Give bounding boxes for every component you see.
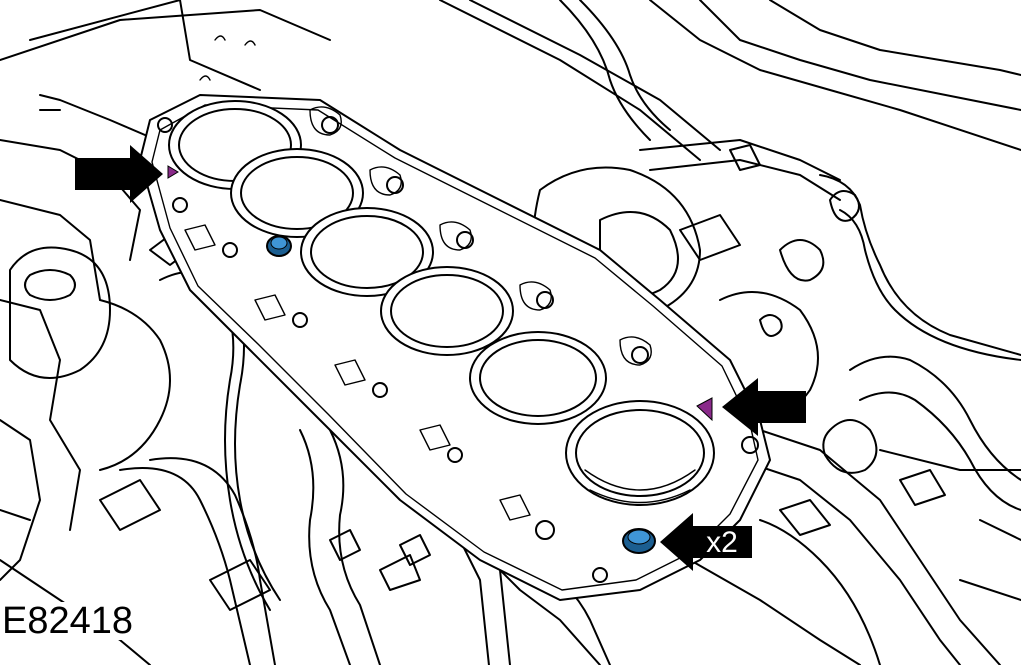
- cylinder-bore: [565, 400, 715, 506]
- gasket-holes: [157, 106, 759, 583]
- dowel-pin-icon: [622, 528, 656, 554]
- alignment-marker-icon: [167, 165, 179, 179]
- quantity-callout: x2: [706, 526, 738, 559]
- pointer-arrow-icon: [722, 378, 806, 436]
- pointer-arrow-icon: [75, 145, 163, 203]
- dowel-pin-icon: [266, 235, 292, 257]
- cylinder-bore: [380, 266, 514, 356]
- pointer-arrow-icon: [660, 513, 752, 571]
- figure-id-label: E82418: [2, 602, 138, 640]
- cylinder-bore: [300, 207, 434, 297]
- cylinder-bores: [168, 100, 715, 506]
- cylinder-bore: [469, 331, 607, 425]
- alignment-marker-icon: [696, 397, 713, 422]
